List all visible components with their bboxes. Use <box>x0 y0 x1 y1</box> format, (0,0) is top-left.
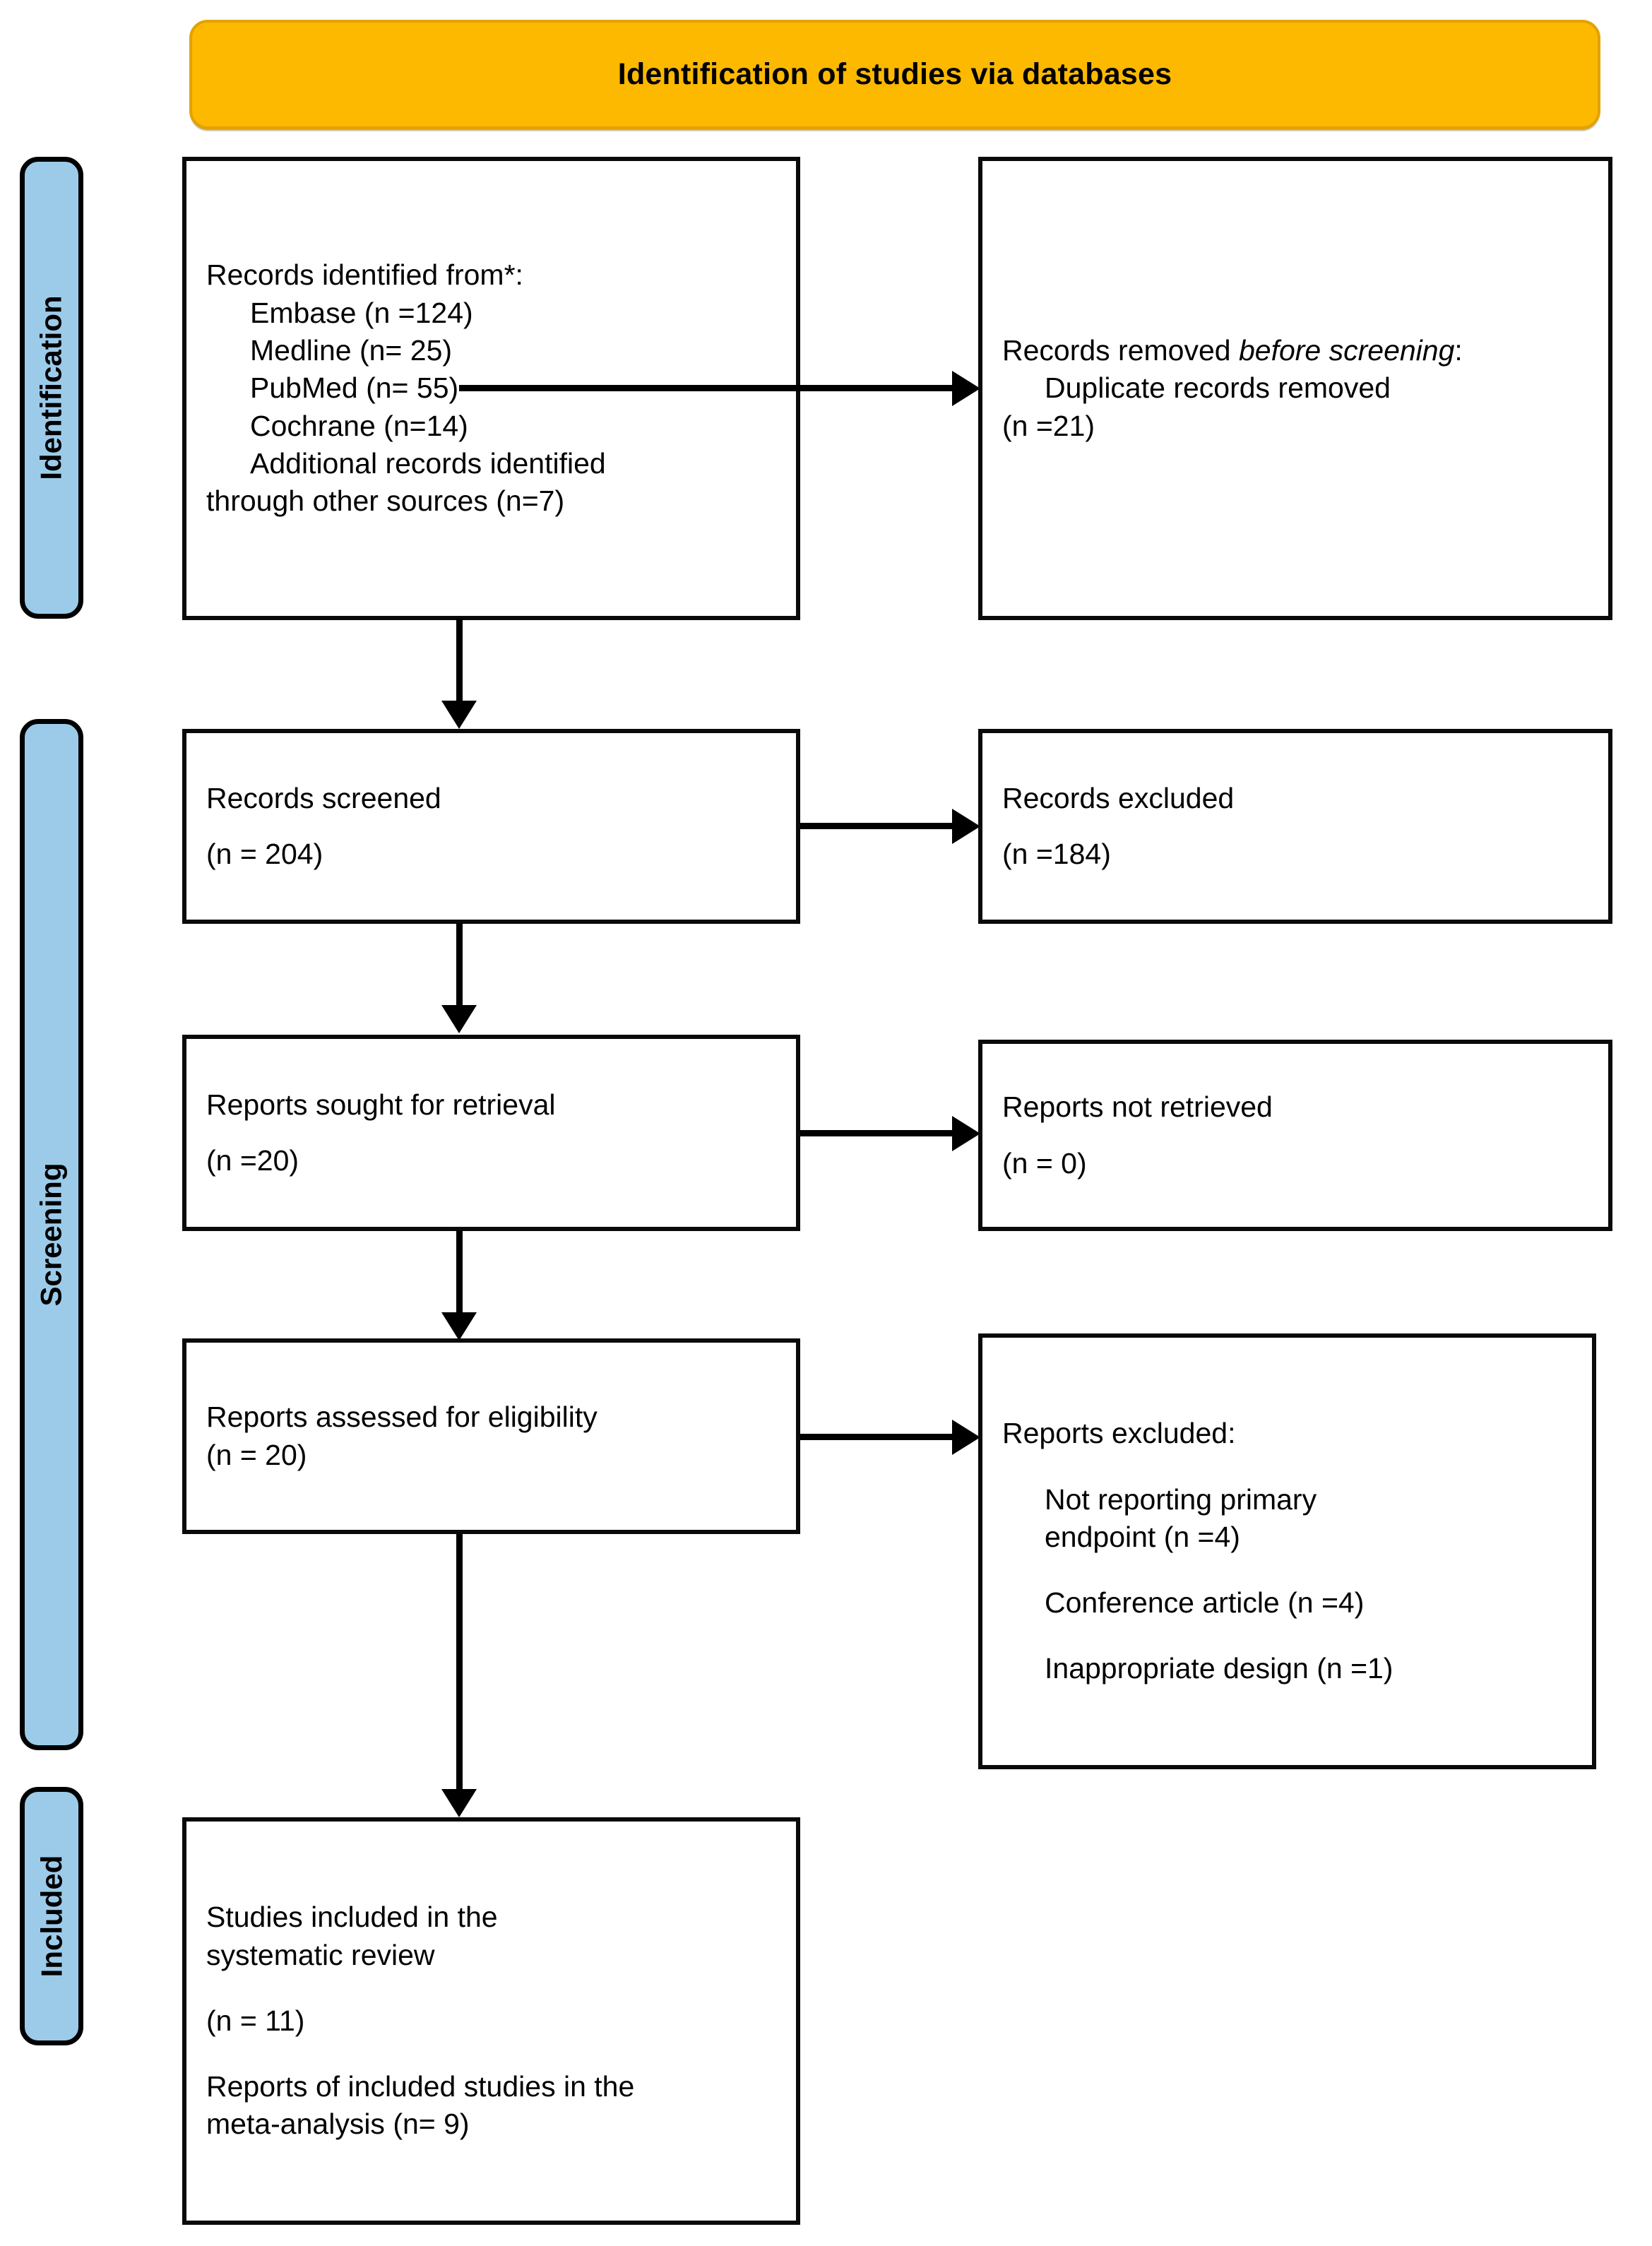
reports-assessed-label: Reports assessed for eligibility <box>206 1401 598 1434</box>
arrowhead-sought-to-assessed <box>441 1312 477 1341</box>
box-reports-not-retrieved: Reports not retrieved (n = 0) <box>978 1040 1612 1231</box>
arrowhead-sought-to-not-retrieved <box>952 1116 980 1151</box>
studies-included-line4: meta-analysis (n= 9) <box>206 2108 470 2141</box>
connector-screened-to-sought <box>456 923 463 1006</box>
arrowhead-screened-to-excluded <box>952 809 980 844</box>
records-excluded-label: Records excluded <box>1002 781 1235 814</box>
records-screened-label: Records screened <box>206 781 441 814</box>
reports-excluded-reason-2-line1: Conference article (n =4) <box>1045 1586 1365 1620</box>
box-reports-sought: Reports sought for retrieval (n =20) <box>182 1035 800 1231</box>
reports-sought-label: Reports sought for retrieval <box>206 1088 556 1121</box>
records-removed-heading-prefix: Records removed <box>1002 334 1239 367</box>
arrowhead-assessed-to-reports-excluded <box>952 1420 980 1455</box>
records-removed-detail-line1: Duplicate records removed <box>1045 372 1391 405</box>
header-banner: Identification of studies via databases <box>189 20 1600 129</box>
stage-screening-label: Screening <box>35 1163 69 1307</box>
reports-excluded-reason-1-line1: Not reporting primary <box>1045 1483 1317 1516</box>
box-reports-excluded: Reports excluded: Not reporting primary … <box>978 1333 1596 1769</box>
connector-sought-to-not-retrieved <box>800 1130 953 1136</box>
arrowhead-identified-to-screened <box>441 701 477 729</box>
stage-screening: Screening <box>20 719 83 1750</box>
reports-sought-count: (n =20) <box>206 1144 299 1177</box>
arrowhead-screened-to-sought <box>441 1005 477 1033</box>
box-records-removed: Records removed before screening: Duplic… <box>978 157 1612 620</box>
stage-included-label: Included <box>35 1855 68 1978</box>
header-banner-title: Identification of studies via databases <box>617 57 1172 91</box>
box-records-excluded: Records excluded (n =184) <box>978 729 1612 924</box>
records-identified-source-medline: Medline (n= 25) <box>250 334 453 367</box>
stage-identification: Identification <box>20 157 83 619</box>
arrowhead-identified-to-removed <box>952 371 980 406</box>
stage-included: Included <box>20 1787 83 2045</box>
connector-assessed-to-included <box>456 1534 463 1790</box>
reports-excluded-heading: Reports excluded: <box>1002 1417 1236 1450</box>
stage-identification-label: Identification <box>35 295 68 480</box>
arrowhead-assessed-to-included <box>441 1789 477 1817</box>
records-screened-count: (n = 204) <box>206 838 323 870</box>
records-excluded-count: (n =184) <box>1002 838 1111 870</box>
studies-included-count: (n = 11) <box>206 2004 305 2037</box>
records-identified-additional-line1: Additional records identified <box>250 446 606 480</box>
records-removed-heading-italic: before screening <box>1238 334 1455 367</box>
connector-assessed-to-reports-excluded <box>800 1434 953 1440</box>
reports-not-retrieved-label: Reports not retrieved <box>1002 1091 1273 1124</box>
box-studies-included: Studies included in the systematic revie… <box>182 1817 800 2225</box>
reports-assessed-count: (n = 20) <box>206 1438 307 1471</box>
records-identified-source-cochrane: Cochrane (n=14) <box>250 409 468 442</box>
reports-excluded-reason-3-line1: Inappropriate design (n =1) <box>1045 1652 1393 1685</box>
studies-included-line1: Studies included in the <box>206 1901 498 1934</box>
connector-sought-to-assessed <box>456 1230 463 1314</box>
box-reports-assessed: Reports assessed for eligibility (n = 20… <box>182 1338 800 1534</box>
records-identified-source-pubmed: PubMed (n= 55) <box>250 372 459 405</box>
records-removed-detail-line2: (n =21) <box>1002 409 1095 442</box>
connector-identified-to-screened <box>456 619 463 702</box>
records-identified-source-embase: Embase (n =124) <box>250 296 473 329</box>
records-identified-additional-line2: through other sources (n=7) <box>206 485 565 518</box>
reports-excluded-reason-1-line2: endpoint (n =4) <box>1045 1520 1240 1553</box>
studies-included-line3: Reports of included studies in the <box>206 2070 635 2103</box>
connector-identified-to-removed <box>459 385 953 391</box>
records-removed-heading-suffix: : <box>1454 334 1463 367</box>
records-identified-heading: Records identified from*: <box>206 259 523 292</box>
records-removed-heading: Records removed before screening: <box>1002 332 1588 369</box>
studies-included-line2: systematic review <box>206 1938 435 1971</box>
box-records-screened: Records screened (n = 204) <box>182 729 800 924</box>
reports-not-retrieved-count: (n = 0) <box>1002 1146 1087 1180</box>
connector-screened-to-excluded <box>800 823 953 829</box>
